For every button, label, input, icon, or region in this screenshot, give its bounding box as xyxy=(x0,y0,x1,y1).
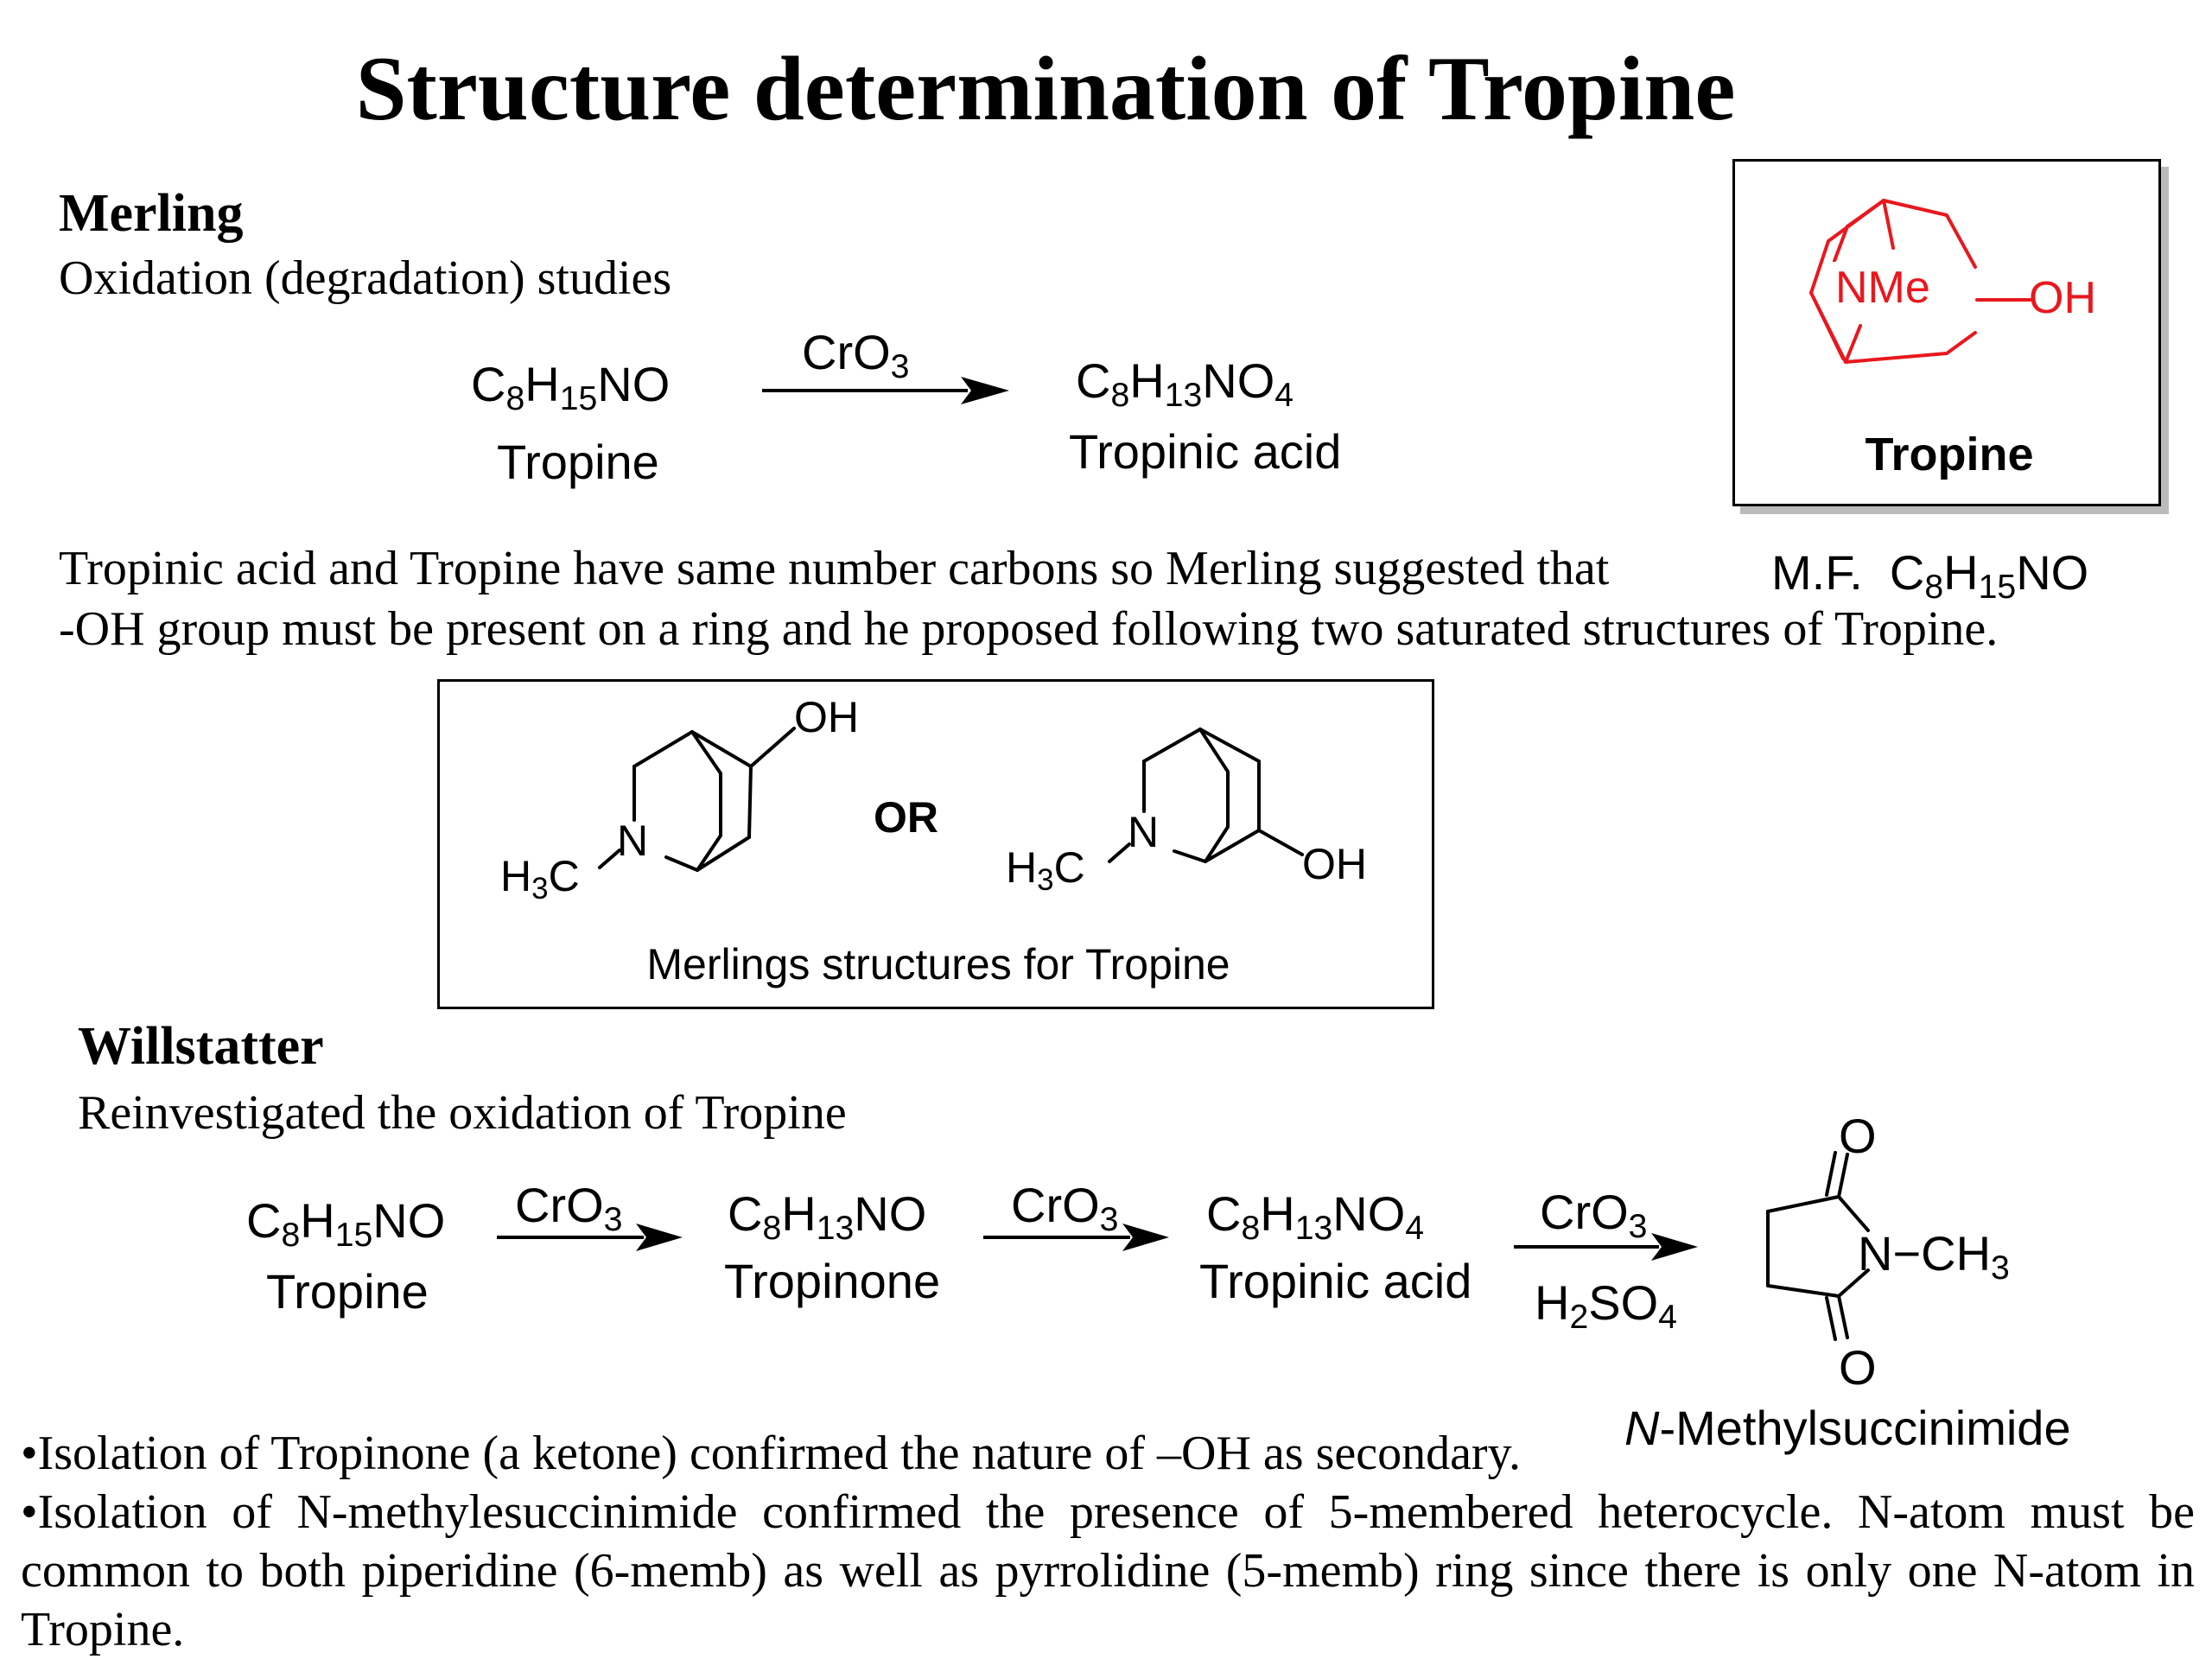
willstatter-subheading: Reinvestigated the oxidation of Tropine xyxy=(78,1086,847,1140)
merling-left-n: N xyxy=(617,817,649,865)
willstatter-step2-name: Tropinone xyxy=(724,1254,941,1308)
tropine-structure-box: NMe OH Tropine xyxy=(1732,159,2161,506)
merling-structures-box: OH N H3C OR N H3C OH Merlings structures… xyxy=(437,679,1434,1009)
merling-structure-skeletons xyxy=(598,727,1304,872)
bullet-succinimide-line2: common to both piperidine (6-memb) as we… xyxy=(21,1544,2195,1598)
willstatter-reagent-3: CrO3 xyxy=(1540,1185,1648,1245)
merling-paragraph-line1: Tropinic acid and Tropine have same numb… xyxy=(59,542,1610,595)
merling-right-n: N xyxy=(1128,808,1160,856)
willstatter-step1-formula: C8H15NO xyxy=(246,1193,446,1254)
willstatter-step2-formula: C8H13NO xyxy=(728,1186,927,1247)
merling-left-methyl: H3C xyxy=(500,852,580,906)
merling-heading: Merling xyxy=(59,184,244,243)
merling-right-methyl: H3C xyxy=(1006,843,1085,897)
merling-paragraph-line2: -OH group must be present on a ring and … xyxy=(59,602,1999,656)
bullet-succinimide-line1: •Isolation of N-methylesuccinimide confi… xyxy=(21,1485,2195,1539)
willstatter-reagent-2: CrO3 xyxy=(1011,1178,1119,1238)
bullet-tropinone: •Isolation of Tropinone (a ketone) confi… xyxy=(21,1427,1521,1480)
bullet-succinimide-line3: Tropine. xyxy=(21,1603,185,1656)
succinimide-o-bottom: O xyxy=(1839,1340,1877,1395)
succinimide-n-label: N−CH3 xyxy=(1858,1226,2010,1287)
willstatter-heading: Willstatter xyxy=(78,1017,324,1076)
n-methylsuccinimide-name: N-Methylsuccinimide xyxy=(1624,1401,2071,1455)
tropine-molecular-formula: M.F. C8H15NO xyxy=(1771,545,2089,606)
merling-or-label: OR xyxy=(874,793,938,842)
merling-structures-caption: Merlings structures for Tropine xyxy=(646,940,1230,988)
willstatter-acid-reagent: H2SO4 xyxy=(1535,1275,1677,1336)
merling-reactant-name: Tropine xyxy=(497,435,659,489)
merling-product-formula: C8H13NO4 xyxy=(1076,353,1294,414)
succinimide-o-top: O xyxy=(1839,1109,1877,1163)
willstatter-step3-formula: C8H13NO4 xyxy=(1206,1186,1425,1247)
merling-left-oh: OH xyxy=(794,693,859,741)
merling-product-name: Tropinic acid xyxy=(1069,424,1342,479)
merling-reagent: CrO3 xyxy=(802,325,910,385)
tropine-box-label: Tropine xyxy=(1865,429,2034,480)
willstatter-reagent-1: CrO3 xyxy=(515,1178,623,1238)
tropine-nme-label: NMe xyxy=(1832,262,1934,314)
tropine-skeleton xyxy=(1809,199,2032,364)
willstatter-step3-name: Tropinic acid xyxy=(1199,1254,1472,1308)
merling-reactant-formula: C8H15NO xyxy=(471,357,671,417)
tropine-oh-label: OH xyxy=(2029,273,2096,323)
merling-right-oh: OH xyxy=(1302,840,1367,888)
merling-subheading: Oxidation (degradation) studies xyxy=(59,251,672,305)
willstatter-step1-name: Tropine xyxy=(266,1264,429,1319)
page-title: Structure determination of Tropine xyxy=(355,38,1736,139)
